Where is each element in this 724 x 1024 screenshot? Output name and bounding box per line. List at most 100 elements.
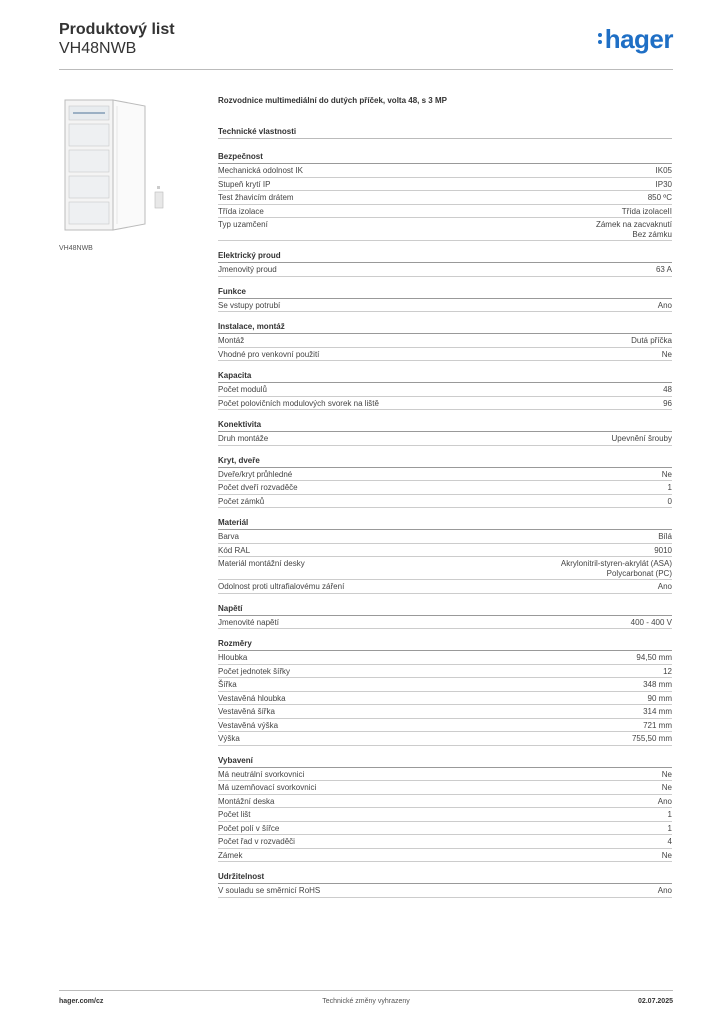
property-value: Ne [661, 349, 672, 359]
property-value: 90 mm [647, 693, 672, 703]
section-title: Materiál [218, 517, 672, 530]
property-label: V souladu se směrnicí RoHS [218, 886, 321, 895]
property-value: Třída izolaceII [621, 206, 672, 216]
property-value: 63 A [655, 265, 672, 274]
property-row: Počet dveří rozvaděče 1 [218, 481, 672, 495]
property-value: Ano [657, 796, 672, 806]
property-value: Ne [661, 769, 672, 779]
section-title: Napětí [218, 603, 672, 616]
property-label: Mechanická odolnost IK [218, 166, 303, 175]
property-label: Počet polovičních modulových svorek na l… [218, 398, 379, 408]
section-title: Kapacita [218, 370, 672, 383]
property-label: Počet lišt [218, 810, 251, 819]
property-label: Vestavěná hloubka [218, 693, 286, 703]
page-header: Produktový list VH48NWB hager [59, 20, 674, 68]
property-row: Vestavěná výška 721 mm [218, 719, 672, 732]
footer-date: 02.07.2025 [637, 998, 673, 1005]
property-row: Test žhavicím drátem 850 ºC [218, 191, 672, 205]
product-image [64, 99, 164, 231]
property-value: 4 [667, 837, 672, 846]
property-label: Vestavěná šířka [218, 707, 275, 716]
property-value: IP30 [655, 179, 672, 189]
property-label: Vhodné pro venkovní použití [218, 349, 320, 359]
property-value: Zámek na zacvaknutí Bez zámku [595, 220, 672, 239]
property-label: Montážní deska [218, 796, 275, 806]
product-code: VH48NWB [59, 40, 137, 57]
property-row: Typ uzamčení Zámek na zacvaknutí Bez zámk… [218, 218, 672, 241]
property-value: Ano [657, 582, 672, 591]
property-label: Typ uzamčení [218, 220, 268, 229]
property-label: Materiál montážní desky [218, 559, 305, 568]
property-value: 721 mm [643, 720, 672, 730]
property-label: Stupeň krytí IP [218, 179, 271, 189]
property-label: Počet řad v rozvaděči [218, 837, 295, 846]
property-section: Udržitelnost V souladu se směrnicí RoHS An… [218, 871, 672, 898]
property-value: 1 [667, 483, 672, 492]
property-value: Ne [661, 783, 672, 792]
property-value: Ano [657, 300, 672, 310]
property-row: Stupeň krytí IP IP30 [218, 178, 672, 191]
property-value: Akrylonitril-styren-akrylát (ASA) Polyca… [560, 559, 672, 578]
technical-properties-title: Technické vlastnosti [218, 127, 672, 139]
product-details: Rozvodnice multimediální do dutých příče… [218, 96, 672, 907]
property-value: IK05 [655, 166, 672, 175]
property-label: Šířka [218, 680, 237, 689]
footer-divider [59, 990, 673, 991]
property-value: 94,50 mm [636, 653, 672, 662]
property-value: 850 ºC [647, 193, 672, 202]
section-title: Instalace, montáž [218, 321, 672, 334]
header-divider [59, 69, 673, 70]
property-value: 0 [667, 496, 672, 506]
hager-logo: hager [597, 24, 674, 55]
section-title: Funkce [218, 286, 672, 299]
property-value: 1 [667, 810, 672, 819]
footer-website-link[interactable]: hager.com/cz [59, 998, 104, 1005]
property-value: 12 [663, 666, 672, 676]
property-label: Test žhavicím drátem [218, 193, 294, 202]
property-label: Zámek [218, 850, 243, 860]
property-value: 48 [663, 385, 672, 394]
section-title: Udržitelnost [218, 871, 672, 884]
section-title: Vybavení [218, 755, 672, 768]
property-label: Výška [218, 734, 240, 743]
property-row: Počet lišt 1 [218, 808, 672, 822]
property-value: Ano [657, 886, 672, 895]
property-label: Počet dveří rozvaděče [218, 483, 298, 492]
property-value: Bílá [658, 532, 672, 541]
property-label: Hloubka [218, 653, 248, 662]
page-title: Produktový list [59, 21, 175, 38]
property-label: Jmenovité napětí [218, 617, 279, 627]
section-title: Bezpečnost [218, 151, 672, 164]
property-value: Ne [661, 469, 672, 479]
property-label: Vestavěná výška [218, 720, 279, 730]
image-caption: VH48NWB [59, 245, 93, 252]
property-value: 348 mm [643, 680, 672, 689]
property-value: 1 [667, 823, 672, 833]
property-label: Se vstupy potrubí [218, 300, 281, 310]
property-label: Barva [218, 532, 239, 541]
property-row: Se vstupy potrubí Ano [218, 299, 672, 312]
property-value: 400 - 400 V [630, 617, 672, 627]
product-description: Rozvodnice multimediální do dutých příče… [218, 96, 447, 105]
